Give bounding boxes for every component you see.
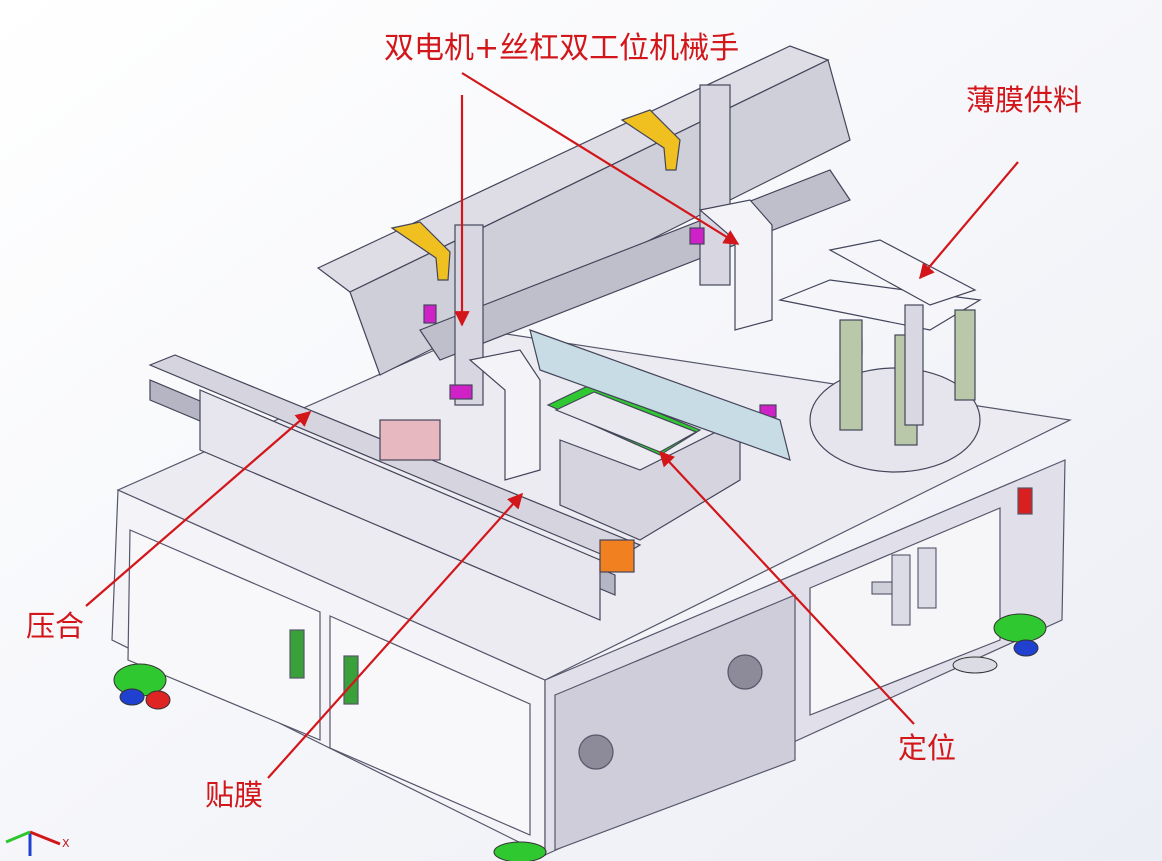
positioning-table	[529, 329, 791, 541]
label-dual-motor-manipulator: 双电机+丝杠双工位机械手	[384, 31, 740, 66]
label-positioning: 定位	[898, 731, 957, 765]
label-film-feeding: 薄膜供料	[966, 83, 1083, 117]
axis-triad	[5, 830, 61, 856]
arrow-stick	[267, 492, 524, 779]
arrow-press	[85, 410, 312, 607]
arrow-film	[919, 161, 1019, 280]
label-film-sticking: 贴膜	[205, 778, 264, 812]
annotation-arrows	[85, 72, 1019, 779]
arrow-title-right	[461, 72, 740, 245]
gantry	[316, 45, 863, 481]
axis-x-label: X	[62, 837, 70, 850]
arrow-position	[658, 450, 915, 725]
casters	[113, 613, 1047, 861]
label-pressing: 压合	[26, 609, 85, 643]
air-filter-unit	[871, 547, 937, 626]
film-feeder	[777, 239, 982, 473]
